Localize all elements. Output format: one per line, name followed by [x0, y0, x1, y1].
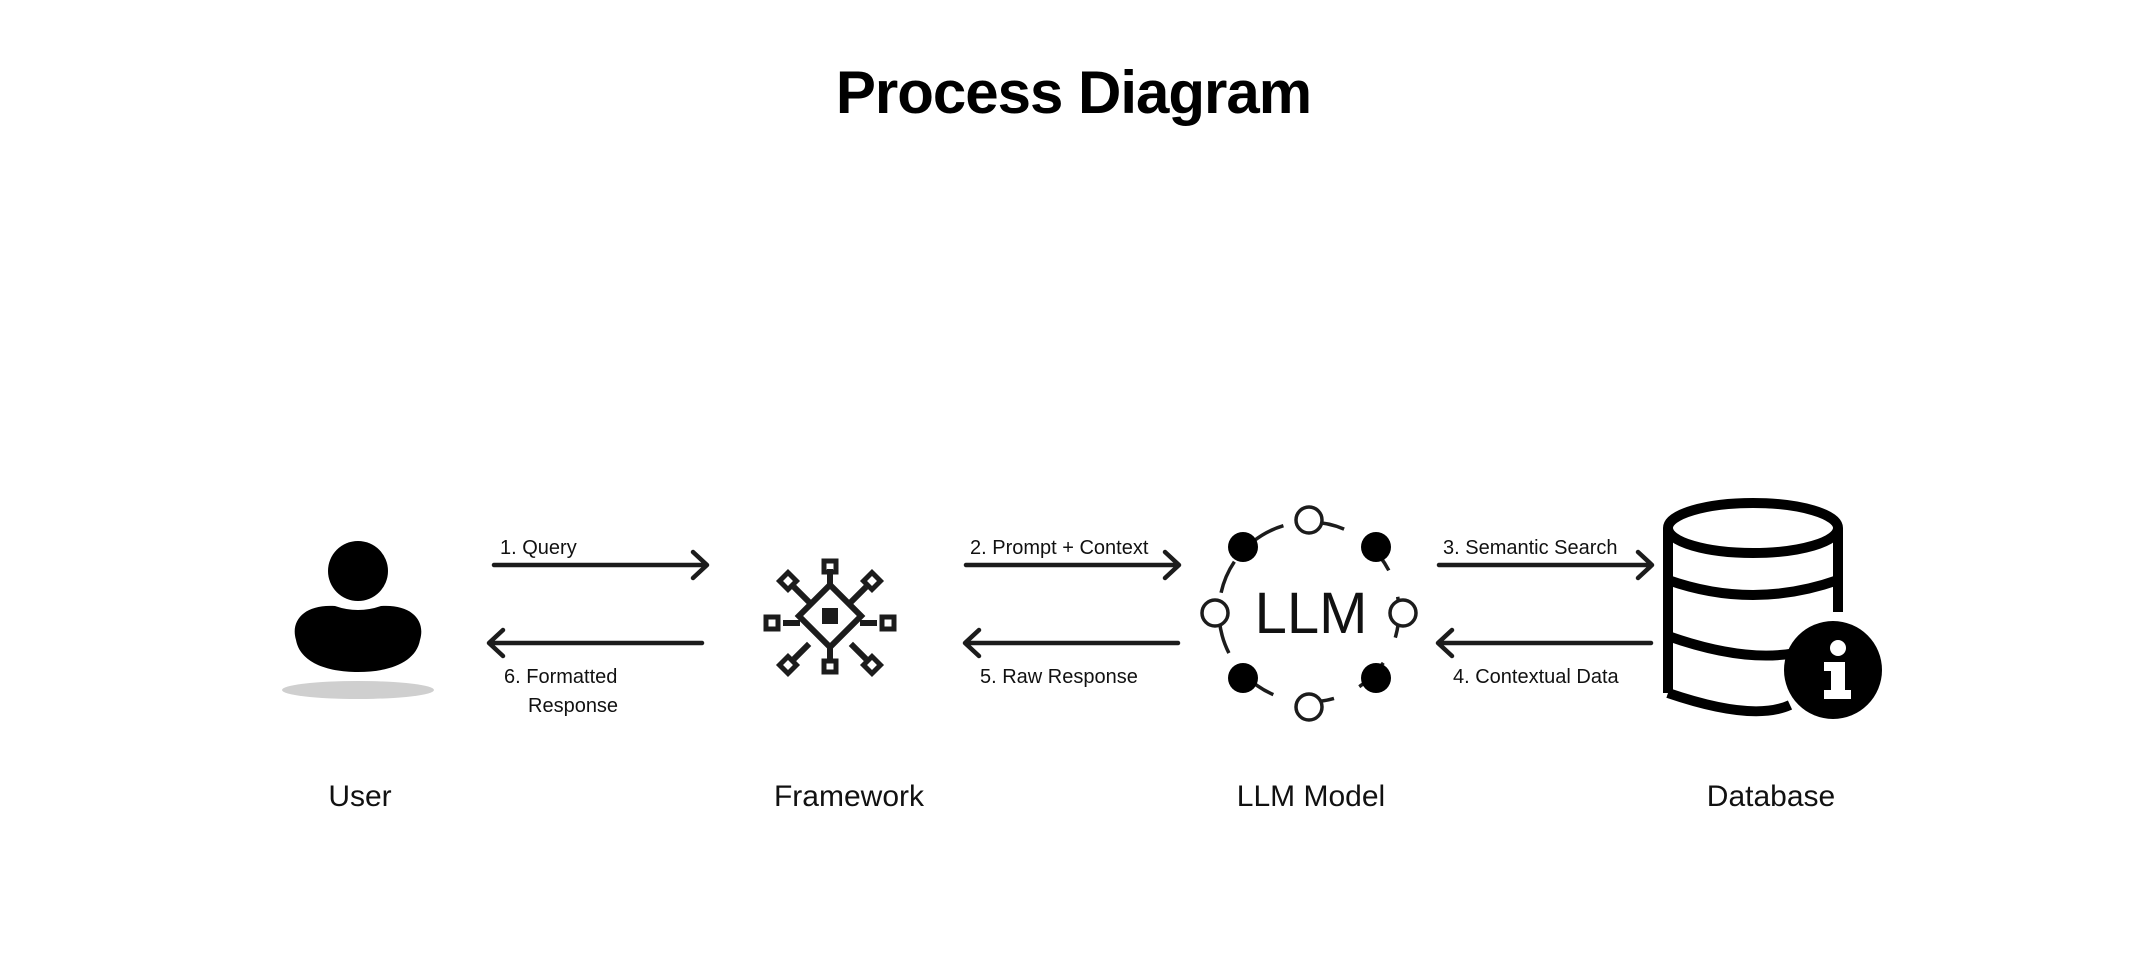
arrow-prompt-context: [963, 549, 1182, 581]
edge-label-raw-response: 5. Raw Response: [980, 666, 1138, 688]
edge-label-semantic-search: 3. Semantic Search: [1443, 537, 1618, 559]
arrow-semantic-search: [1436, 549, 1655, 581]
node-label-database: Database: [1707, 780, 1835, 813]
arrow-raw-response: [962, 627, 1181, 659]
arrow-query: [491, 549, 710, 581]
node-label-user: User: [328, 780, 391, 813]
diagram-title: Process Diagram: [835, 59, 1312, 126]
node-label-framework: Framework: [774, 780, 925, 813]
edge-label-formatted-line2: Response: [528, 695, 618, 717]
user-icon: [282, 541, 434, 699]
framework-chip-icon: [763, 558, 897, 678]
arrow-contextual-data: [1435, 627, 1654, 659]
llm-icon-text: LLM: [1255, 581, 1368, 646]
edge-label-formatted-line1: 6. Formatted: [504, 666, 617, 688]
node-label-llm-model: LLM Model: [1237, 780, 1385, 813]
arrow-formatted-response: [486, 627, 705, 659]
edge-label-query: 1. Query: [500, 537, 577, 559]
edge-label-prompt-context: 2. Prompt + Context: [970, 537, 1149, 559]
llm-network-icon: LLM: [1200, 505, 1418, 722]
database-info-icon: [1663, 498, 1882, 719]
edge-label-contextual-data: 4. Contextual Data: [1453, 666, 1620, 688]
user-shadow: [282, 681, 434, 699]
